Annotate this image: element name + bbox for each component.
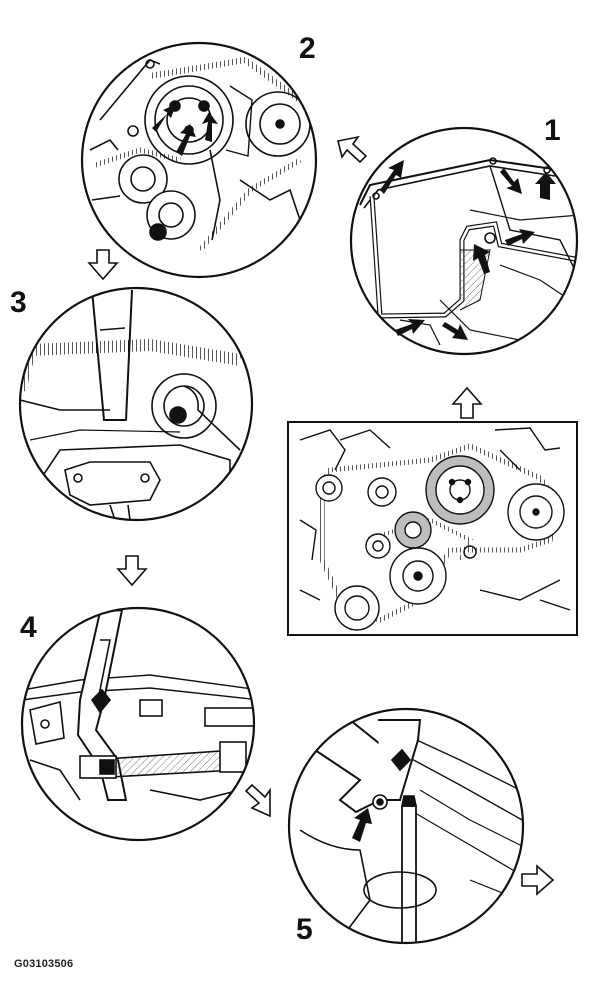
step-4-detail (20, 606, 256, 842)
flow-arrows (87, 135, 555, 896)
step-3-detail (18, 286, 254, 522)
arrow-down-icon (87, 249, 119, 281)
step-label-3: 3 (10, 286, 27, 319)
step-label-4: 4 (20, 611, 37, 644)
step-label-2: 2 (299, 32, 316, 65)
step-label-5: 5 (296, 913, 313, 946)
arrow-up-icon (451, 386, 483, 419)
arrow-up-left-icon (337, 135, 368, 164)
belt-drive-overview (287, 421, 578, 636)
arrow-down-icon (116, 555, 148, 587)
step-label-1: 1 (544, 114, 561, 147)
step-5-detail (287, 707, 525, 945)
step-2-detail (80, 41, 318, 279)
step-1-detail (349, 126, 579, 356)
figure-code: G03103506 (14, 958, 74, 970)
arrow-right-icon (521, 864, 555, 896)
arrow-down-right-icon (244, 783, 271, 818)
